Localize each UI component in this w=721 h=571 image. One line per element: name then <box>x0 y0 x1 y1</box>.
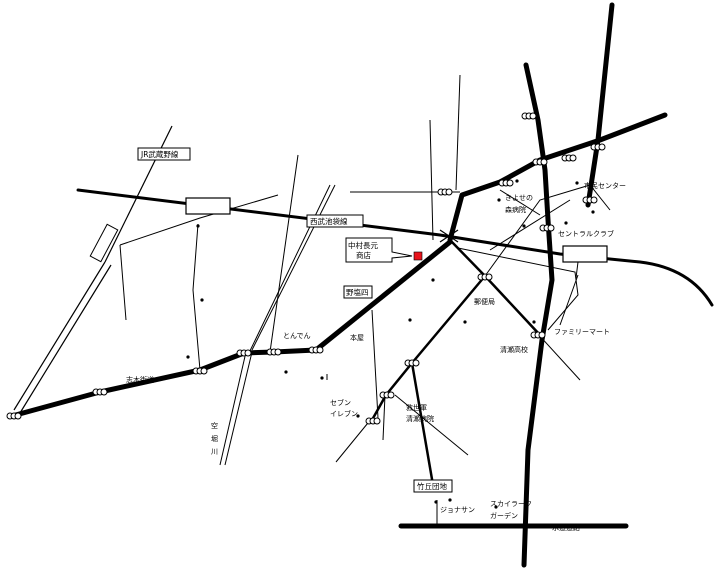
major-roads <box>9 2 668 568</box>
skylark-label-2: ガーデン <box>490 511 518 520</box>
signal-icon <box>266 348 282 356</box>
jr-station-box <box>89 223 119 263</box>
jonathan-label: ジョナサン <box>440 506 475 514</box>
signal-icon <box>379 391 395 399</box>
kiyose-mori-hospital-label-1: きよせの <box>505 194 533 202</box>
signal-icon <box>308 346 324 354</box>
signal-icon <box>192 367 208 375</box>
family-mart-label: ファミリーマート <box>554 328 610 336</box>
signal-icon <box>521 112 537 120</box>
karabori-river-label-3: 川 <box>211 448 218 456</box>
kiyose-high-label: 清瀬高校 <box>500 345 528 354</box>
skylark-label-1: スカイラーク <box>490 500 532 508</box>
post-office-label: 郵便局 <box>474 297 495 306</box>
nobiome-label: 野塩四 <box>346 287 369 297</box>
signal-icon <box>561 154 577 162</box>
jr-musashino-line <box>13 125 173 414</box>
nobiome-label-box <box>343 285 373 299</box>
shimin-center-label: 市民センター <box>584 181 626 190</box>
shop-marker-icon <box>413 251 423 261</box>
kiyose-station-box <box>185 197 231 215</box>
kyusei-hospital-label-1: 救世軍 <box>406 403 427 412</box>
landmark-dots <box>186 179 595 509</box>
shop-callout <box>345 237 413 263</box>
akitsu-station-box <box>562 245 608 263</box>
taketoka-label: 竹丘団地 <box>417 481 447 491</box>
signal-icon <box>6 412 22 420</box>
seven-eleven-label-2: イレブン <box>330 409 358 418</box>
seven-eleven-label-1: セブン <box>330 398 351 407</box>
jr-musashino-label: JR武蔵野線 <box>140 149 179 159</box>
medium-roads <box>370 239 541 486</box>
taketoka-label-box <box>413 479 453 493</box>
suido-road-label: 水道道路 <box>552 523 580 532</box>
signal-icon <box>236 349 252 357</box>
tonden-label: とんでん <box>283 332 311 340</box>
signal-icon <box>477 273 493 281</box>
signal-icon <box>365 417 381 425</box>
kyusei-hospital-label-2: 清瀬病院 <box>406 414 434 423</box>
signal-icon <box>582 196 598 204</box>
signal-icon <box>590 143 606 151</box>
karabori-river-label-2: 堀 <box>211 434 218 443</box>
traffic-signals <box>6 112 606 425</box>
signal-icon <box>539 224 555 232</box>
kiyose-mori-hospital-label-2: 森病院 <box>505 205 526 214</box>
jr-musashino-label-box <box>137 147 191 161</box>
seibu-ikebukuro-label-box <box>306 214 364 228</box>
signal-icon <box>437 188 453 196</box>
central-club-label: セントラルクラブ <box>558 229 614 238</box>
signal-icon <box>498 179 514 187</box>
shop-name-label-1: 中村長元 <box>348 240 378 250</box>
signal-icon <box>404 359 420 367</box>
seibu-ikebukuro-label: 西武池袋線 <box>310 216 348 226</box>
karabori-river-label-1: 空 <box>211 421 218 430</box>
signal-icon <box>530 331 546 339</box>
signal-icon <box>532 158 548 166</box>
shop-name-label-2: 商店 <box>356 250 371 260</box>
signal-icon <box>92 388 108 396</box>
crossing-icon <box>439 229 459 243</box>
honya-label: 本屋 <box>350 333 364 342</box>
minor-roads <box>119 74 611 526</box>
shiki-kaido-label: 志木街道 <box>126 375 154 384</box>
